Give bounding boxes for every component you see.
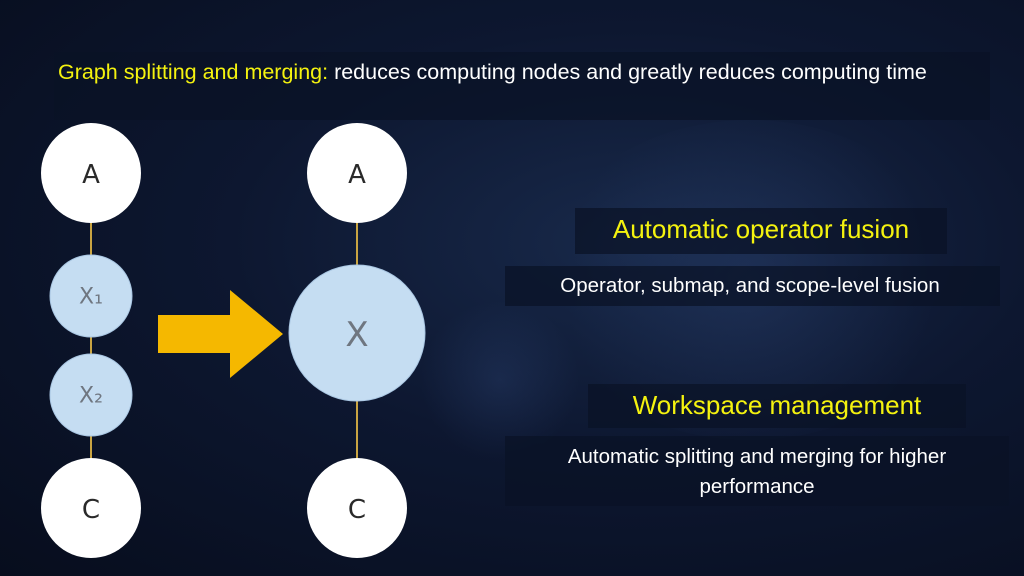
feature-desc-panel [505,266,1000,306]
node-x-merged: X [288,264,426,402]
feature-title-panel [588,384,966,428]
node-c-after-label: C [348,495,366,525]
headline-panel [54,52,990,120]
node-c-after: C [307,458,407,558]
node-x1: X₁ [49,254,133,338]
node-a-before-label: A [82,160,100,190]
node-c-before: C [41,458,141,558]
feature-title-operator-fusion: Automatic operator fusion [612,214,910,244]
feature-desc-operator-fusion: Operator, submap, and scope-level fusion [560,274,940,297]
node-a-after: A [307,123,407,223]
feature-title-panel [575,208,947,254]
feature-desc-workspace-management: Automatic splitting and merging for high… [567,445,947,498]
node-x-merged-label: X [345,315,368,355]
node-x2: X₂ [49,353,133,437]
headline: Graph splitting and merging: reduces com… [58,58,938,87]
node-a-before: A [41,123,141,223]
feature-title-workspace-management: Workspace management [632,390,922,420]
feature-desc-panel [505,436,1009,506]
node-a-after-label: A [348,160,366,190]
headline-highlight: Graph splitting and merging: [58,60,329,84]
transform-arrow-icon [158,290,283,378]
node-c-before-label: C [82,495,100,525]
node-x1-label: X₁ [79,285,103,310]
headline-text: reduces computing nodes and greatly redu… [328,60,927,84]
node-x2-label: X₂ [79,384,103,409]
